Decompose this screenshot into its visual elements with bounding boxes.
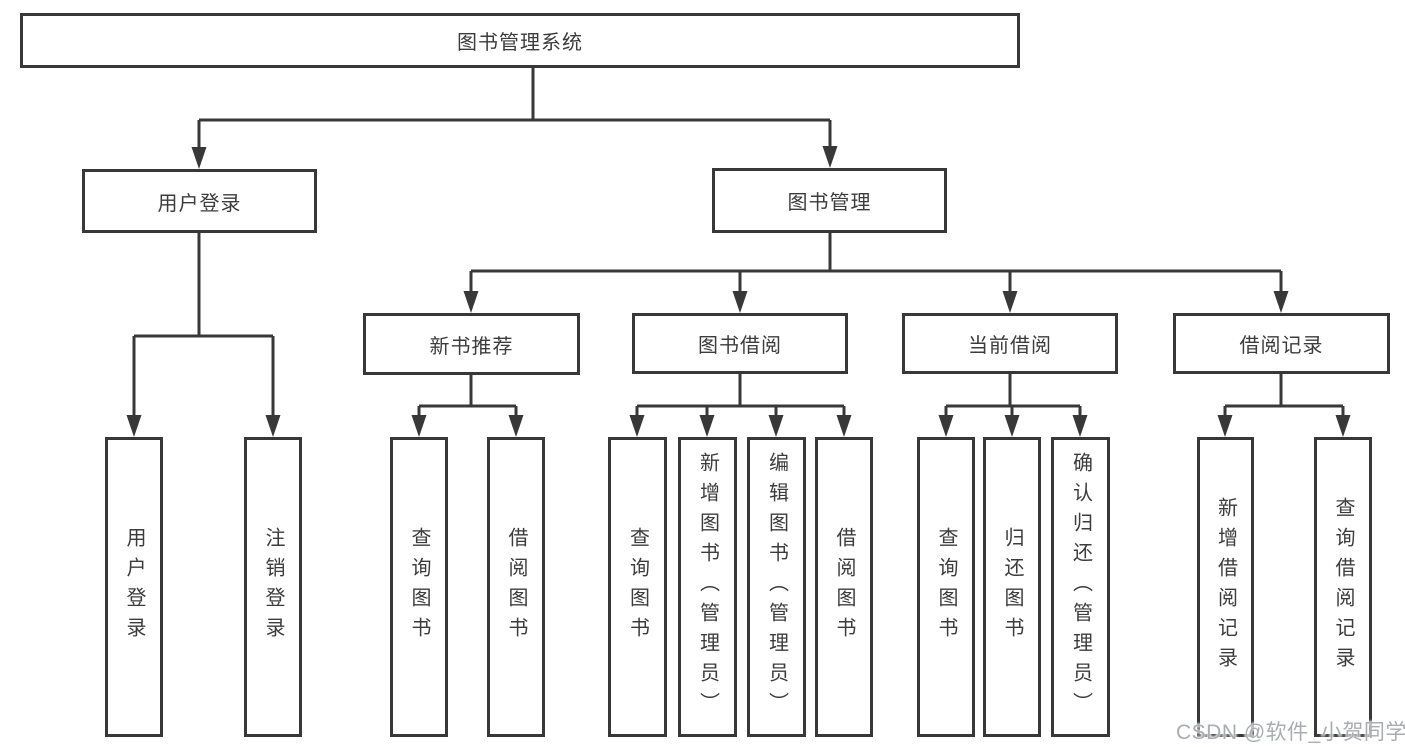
leaf-label: 新增图书（管理员） (696, 452, 719, 722)
arrowheads (126, 146, 1351, 437)
node-borrowing-records: 借阅记录 (1173, 313, 1390, 374)
leaf-label: 查询图书 (408, 527, 430, 647)
leaf-label: 查询图书 (935, 527, 957, 647)
connector-root-to-level2 (197, 66, 832, 152)
node-user-login: 用户登录 (82, 169, 317, 233)
leaf-query-books-borrowing: 查询图书 (608, 437, 667, 737)
leaf-query-borrowing-record: 查询借阅记录 (1314, 437, 1372, 737)
connector-new-book-group (417, 374, 518, 420)
connector-current-borrowing-group (944, 374, 1082, 420)
leaf-label: 确认归还（管理员） (1069, 452, 1092, 722)
leaf-edit-books-admin: 编辑图书（管理员） (747, 437, 806, 737)
leaf-query-books-current: 查询图书 (917, 437, 975, 737)
leaf-label: 查询借阅记录 (1332, 497, 1354, 677)
leaf-label: 借阅图书 (833, 527, 855, 647)
node-book-management: 图书管理 (712, 168, 947, 233)
leaf-label: 归还图书 (1001, 527, 1023, 647)
node-library-management-system: 图书管理系统 (20, 13, 1020, 68)
leaf-label: 注销登录 (262, 527, 284, 647)
node-new-book-recommendation: 新书推荐 (363, 313, 580, 375)
connector-book-borrowing-group (635, 374, 846, 420)
node-book-borrowing: 图书借阅 (632, 313, 848, 374)
leaf-add-books-admin: 新增图书（管理员） (678, 437, 737, 737)
leaf-label: 用户登录 (123, 527, 145, 647)
leaf-query-books-recommend: 查询图书 (390, 437, 448, 737)
leaf-borrow-books-borrowing: 借阅图书 (815, 437, 873, 737)
leaf-borrow-books-recommend: 借阅图书 (487, 437, 545, 737)
leaf-label: 编辑图书（管理员） (765, 452, 788, 722)
leaf-add-borrowing-record: 新增借阅记录 (1197, 437, 1254, 737)
csdn-watermark: CSDN @软件_小贺同学 (1176, 721, 1405, 744)
leaf-return-books: 归还图书 (983, 437, 1041, 737)
leaf-label: 新增借阅记录 (1214, 497, 1237, 677)
leaf-label: 查询图书 (626, 527, 649, 647)
leaf-label: 借阅图书 (505, 527, 527, 647)
leaf-user-login: 用户登录 (105, 437, 163, 737)
leaf-logout: 注销登录 (244, 437, 302, 737)
leaf-confirm-return-admin: 确认归还（管理员） (1051, 437, 1110, 737)
connector-borrowing-records-group (1223, 374, 1345, 420)
connector-user-login-group (132, 233, 275, 420)
node-current-borrowing: 当前借阅 (902, 313, 1118, 374)
connector-book-management-group (469, 233, 1283, 296)
